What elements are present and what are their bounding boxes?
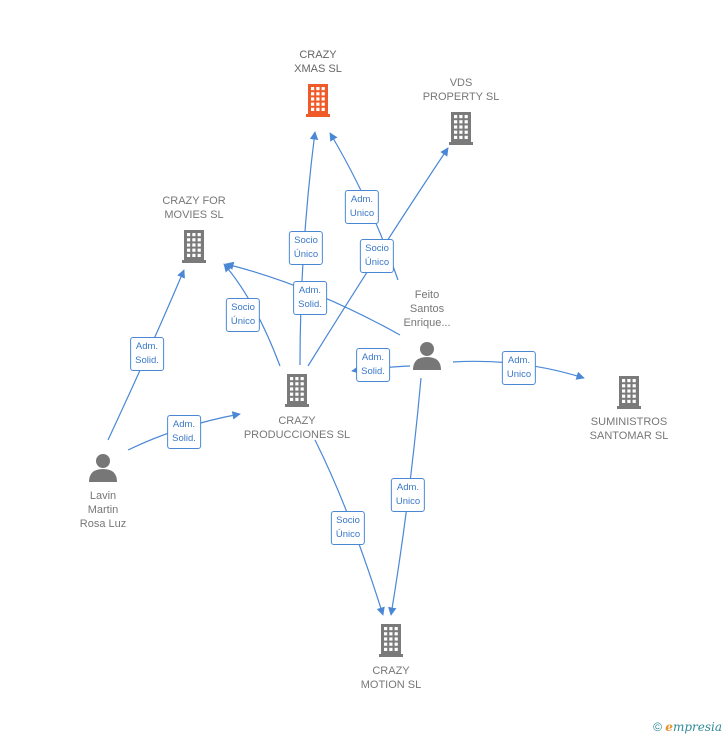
person-icon[interactable] — [89, 454, 117, 482]
edge-label: Socio Único — [288, 231, 324, 265]
edge-label: Adm. Unico — [501, 351, 537, 385]
brand-logo: empresia — [665, 720, 722, 734]
node-label-crazy-motion[interactable]: CRAZY MOTION SL — [360, 665, 422, 691]
edge-label: Adm. Solid. — [356, 348, 390, 382]
edge-label: Adm. Unico — [344, 190, 380, 224]
edge-label: Adm. Solid. — [167, 415, 201, 449]
building-icon[interactable] — [617, 376, 641, 409]
node-label-suministros-santomar[interactable]: SUMINISTROS SANTOMAR SL — [589, 416, 669, 442]
building-icon[interactable] — [379, 624, 403, 657]
node-label-crazy-producciones[interactable]: CRAZY PRODUCCIONES SL — [243, 415, 351, 441]
node-label-crazy-xmas[interactable]: CRAZY XMAS SL — [294, 49, 342, 75]
building-icon[interactable] — [285, 374, 309, 407]
building-icon[interactable] — [306, 84, 330, 117]
edge-label: Adm. Unico — [390, 478, 426, 512]
edge-label: Socio Único — [225, 298, 261, 332]
edge-label: Adm. Solid. — [293, 281, 327, 315]
edge-label: Adm. Solid. — [130, 337, 164, 371]
footer-brand: © empresia — [653, 720, 722, 734]
node-label-feito[interactable]: Feito Santos Enrique... — [403, 289, 451, 329]
person-icon[interactable] — [413, 342, 441, 370]
building-icon[interactable] — [182, 230, 206, 263]
node-label-crazy-for-movies[interactable]: CRAZY FOR MOVIES SL — [162, 195, 226, 221]
node-label-vds-property[interactable]: VDS PROPERTY SL — [422, 77, 500, 103]
node-label-lavin[interactable]: Lavin Martin Rosa Luz — [79, 490, 127, 530]
copyright-symbol: © — [653, 720, 662, 734]
edge-label: Socio Único — [330, 511, 366, 545]
building-icon[interactable] — [449, 112, 473, 145]
edge-label: Socio Único — [359, 239, 395, 273]
